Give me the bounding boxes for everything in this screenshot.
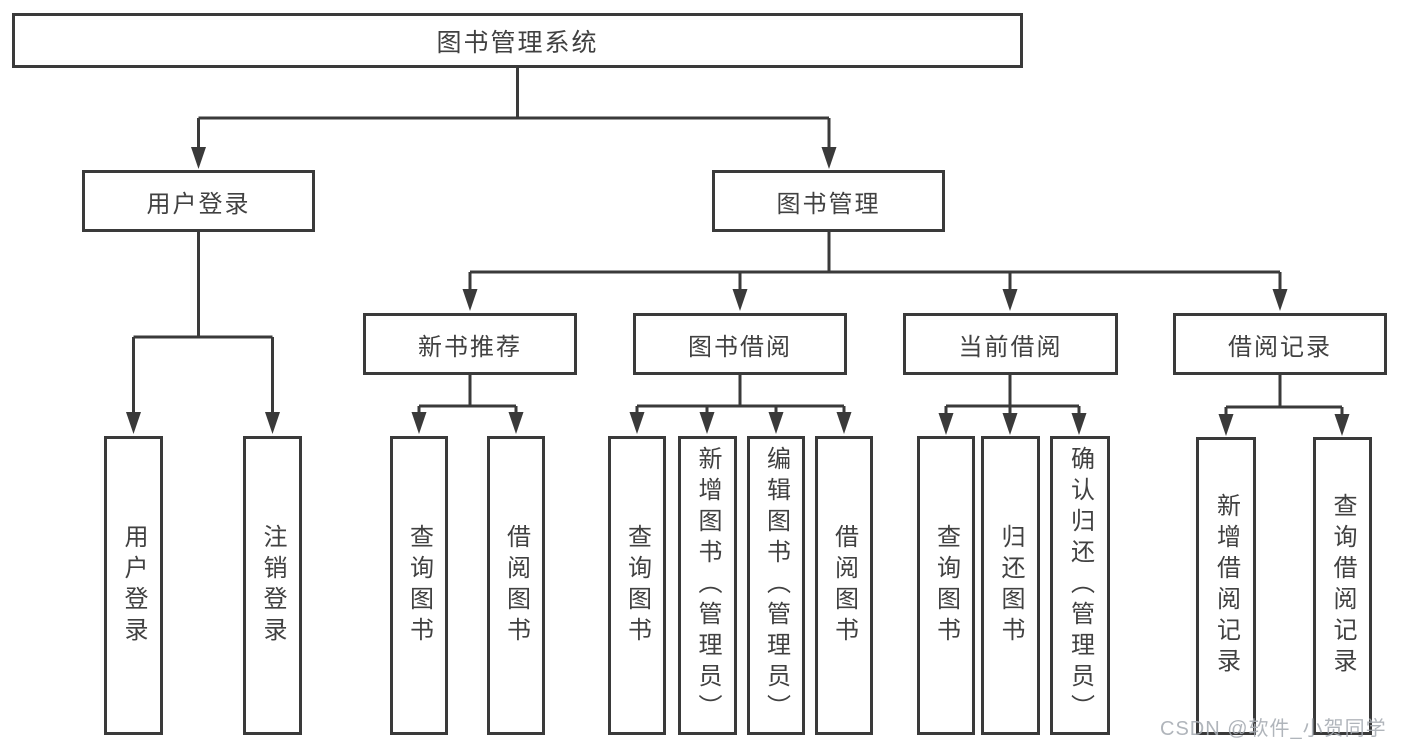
leaf-recommend-borrow-book: 借阅图书 — [487, 436, 545, 735]
node-current-borrow: 当前借阅 — [903, 313, 1118, 375]
leaf-borrow-query-book: 查询图书 — [608, 436, 666, 735]
node-user-login: 用户登录 — [82, 170, 315, 232]
leaf-borrow-edit-book-admin: 编辑图书（管理员） — [747, 436, 805, 735]
leaf-user-login: 用户登录 — [104, 436, 163, 735]
leaf-recommend-query-book: 查询图书 — [390, 436, 448, 735]
leaf-current-query-book: 查询图书 — [917, 436, 975, 735]
node-new-book-recommend: 新书推荐 — [363, 313, 577, 375]
leaf-records-add-borrow-record: 新增借阅记录 — [1196, 437, 1256, 735]
node-library-management-system: 图书管理系统 — [12, 13, 1023, 68]
leaf-records-query-borrow-record: 查询借阅记录 — [1313, 437, 1372, 735]
node-borrow-records: 借阅记录 — [1173, 313, 1387, 375]
csdn-watermark: CSDN @软件_小贺同学 — [1160, 718, 1387, 740]
leaf-borrow-borrow-book: 借阅图书 — [815, 436, 873, 735]
leaf-current-confirm-return-admin: 确认归还（管理员） — [1050, 436, 1110, 735]
node-book-management: 图书管理 — [712, 170, 945, 232]
node-book-borrow: 图书借阅 — [633, 313, 847, 375]
leaf-borrow-add-book-admin: 新增图书（管理员） — [678, 436, 737, 735]
leaf-logout-login: 注销登录 — [243, 436, 302, 735]
leaf-current-return-book: 归还图书 — [981, 436, 1040, 735]
